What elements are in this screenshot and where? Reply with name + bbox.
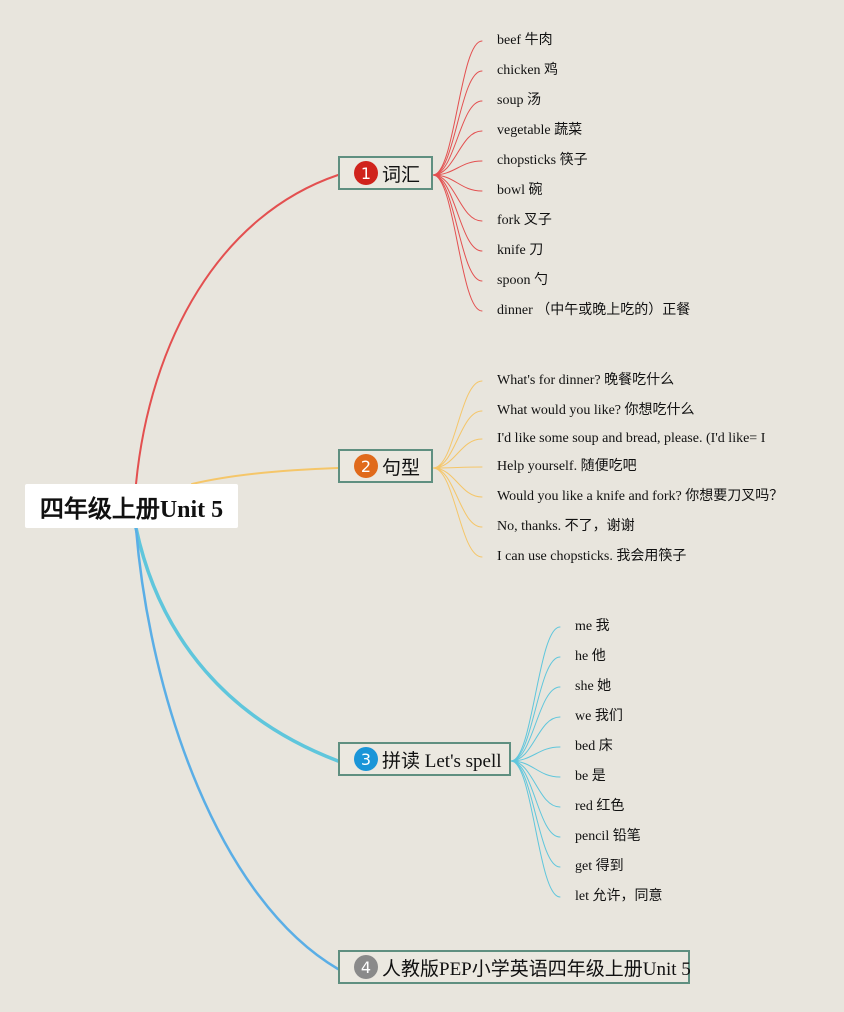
connector-curve (432, 410, 483, 469)
leaf-item[interactable]: Would you like a knife and fork? 你想要刀叉吗？ (497, 489, 784, 504)
number-badge-3: 3 (354, 747, 378, 771)
connector-curve (510, 626, 561, 762)
connector-curve (134, 526, 340, 763)
root-title: 四年级上册Unit 5 (39, 496, 224, 523)
branch-lets-spell[interactable]: 3 拼读 Let's spell (338, 742, 511, 776)
connector-curve (432, 467, 483, 528)
connector-curve (432, 174, 483, 312)
branch-label: 句型 (382, 457, 421, 479)
leaf-item[interactable]: No, thanks. 不了，谢谢 (497, 519, 635, 534)
number-badge-4: 4 (354, 955, 378, 979)
connector-curve (432, 174, 483, 282)
connector-curve (432, 130, 483, 176)
connector-curve (510, 760, 561, 808)
connector-curve (432, 40, 483, 176)
connector-curve (432, 438, 483, 469)
leaf-item[interactable]: bowl 碗 (497, 183, 543, 198)
leaf-item[interactable]: soup 汤 (497, 93, 541, 108)
leaf-item[interactable]: vegetable 蔬菜 (497, 123, 583, 138)
leaf-item[interactable]: pencil 铅笔 (575, 829, 641, 844)
leaf-item[interactable]: spoon 勺 (497, 273, 548, 288)
connector-curve (432, 174, 483, 252)
number-badge-2: 2 (354, 454, 378, 478)
leaf-item[interactable]: I'd like some soup and bread, please. (I… (497, 431, 766, 446)
leaf-item[interactable]: she 她 (575, 679, 612, 694)
leaf-item[interactable]: chicken 鸡 (497, 63, 559, 78)
connector-curve (510, 716, 561, 762)
connector-curve (510, 760, 561, 838)
leaf-item[interactable]: he 他 (575, 649, 606, 664)
leaf-item[interactable]: Help yourself. 随便吃吧 (497, 459, 637, 474)
leaf-item[interactable]: knife 刀 (497, 243, 544, 258)
leaf-item[interactable]: fork 叉子 (497, 213, 552, 228)
connector-curve (432, 160, 483, 176)
number-badge-1: 1 (354, 161, 378, 185)
branch-label: 拼读 Let's spell (382, 750, 502, 772)
leaf-item[interactable]: we 我们 (575, 709, 623, 724)
branch-sentence-patterns[interactable]: 2 句型 (338, 449, 433, 483)
leaf-item[interactable]: get 得到 (575, 859, 624, 874)
leaf-item[interactable]: beef 牛肉 (497, 33, 553, 48)
connector-curve (432, 174, 483, 222)
branch-book-title[interactable]: 4 人教版PEP小学英语四年级上册Unit 5 (338, 950, 691, 984)
branch-vocabulary[interactable]: 1 词汇 (338, 156, 433, 190)
leaf-item[interactable]: chopsticks 筷子 (497, 153, 588, 168)
leaf-item[interactable]: let 允许，同意 (575, 889, 663, 904)
connector-curve (134, 526, 340, 971)
connector-curve (432, 467, 483, 498)
connector-curve (432, 467, 483, 558)
connector-curve (432, 70, 483, 176)
connector-curve (510, 746, 561, 762)
leaf-item[interactable]: dinner （中午或晚上吃的）正餐 (497, 303, 691, 318)
connector-curve (432, 466, 483, 469)
connector-curve (510, 760, 561, 898)
connector-curve (191, 467, 339, 485)
branch-label: 词汇 (382, 164, 421, 186)
leaf-item[interactable]: What would you like? 你想吃什么 (497, 403, 695, 418)
leaf-item[interactable]: I can use chopsticks. 我会用筷子 (497, 549, 687, 564)
leaf-item[interactable]: me 我 (575, 619, 610, 634)
connector-curve (432, 100, 483, 176)
root-topic[interactable]: 四年级上册Unit 5 (25, 484, 238, 528)
connector-curve (432, 380, 483, 469)
connector-curve (510, 686, 561, 762)
connector-curve (510, 656, 561, 762)
connector-curve (135, 174, 339, 485)
leaf-item[interactable]: What's for dinner? 晚餐吃什么 (497, 373, 675, 388)
branch-label: 人教版PEP小学英语四年级上册Unit 5 (382, 958, 691, 980)
connector-curve (510, 760, 561, 868)
leaf-item[interactable]: red 红色 (575, 799, 625, 814)
leaf-item[interactable]: be 是 (575, 769, 606, 784)
leaf-item[interactable]: bed 床 (575, 739, 613, 754)
